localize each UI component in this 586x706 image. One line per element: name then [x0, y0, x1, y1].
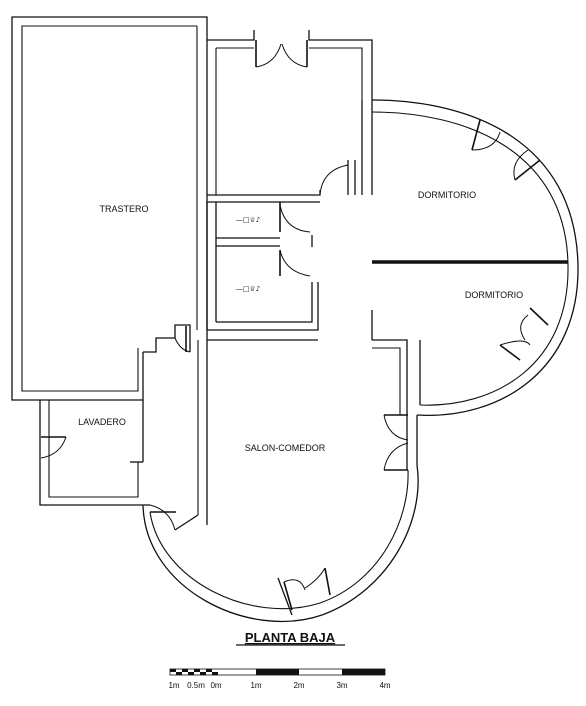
- scale-bar: 1m 0.5m 0m 1m 2m 3m 4m: [168, 668, 391, 690]
- room-label-trastero: TRASTERO: [99, 204, 148, 214]
- wc-label-1: —□♕♪: [236, 216, 260, 224]
- wc-walls: [206, 202, 319, 331]
- scale-label-1: 0.5m: [187, 681, 205, 690]
- scale-label-0: 1m: [168, 681, 179, 690]
- wc-label-2: —□♕♪: [236, 285, 260, 293]
- room-label-lavadero: LAVADERO: [78, 417, 126, 427]
- salon-walls: [142, 330, 419, 623]
- scale-label-4: 2m: [293, 681, 304, 690]
- room-label-dormitorio-1: DORMITORIO: [418, 190, 476, 200]
- upper-room-walls: [207, 30, 373, 203]
- scale-label-2: 0m: [210, 681, 221, 690]
- scale-label-6: 4m: [379, 681, 390, 690]
- room-label-dormitorio-2: DORMITORIO: [465, 290, 523, 300]
- trastero-walls: [11, 16, 208, 401]
- scale-label-3: 1m: [250, 681, 261, 690]
- room-labels: TRASTERO LAVADERO SALON-COMEDOR DORMITOR…: [78, 190, 523, 453]
- dormitorio-walls: [361, 99, 579, 416]
- room-label-salon-comedor: SALON-COMEDOR: [245, 443, 326, 453]
- lavadero-walls: [39, 400, 150, 506]
- plan-title: PLANTA BAJA: [245, 630, 336, 645]
- scale-label-5: 3m: [336, 681, 347, 690]
